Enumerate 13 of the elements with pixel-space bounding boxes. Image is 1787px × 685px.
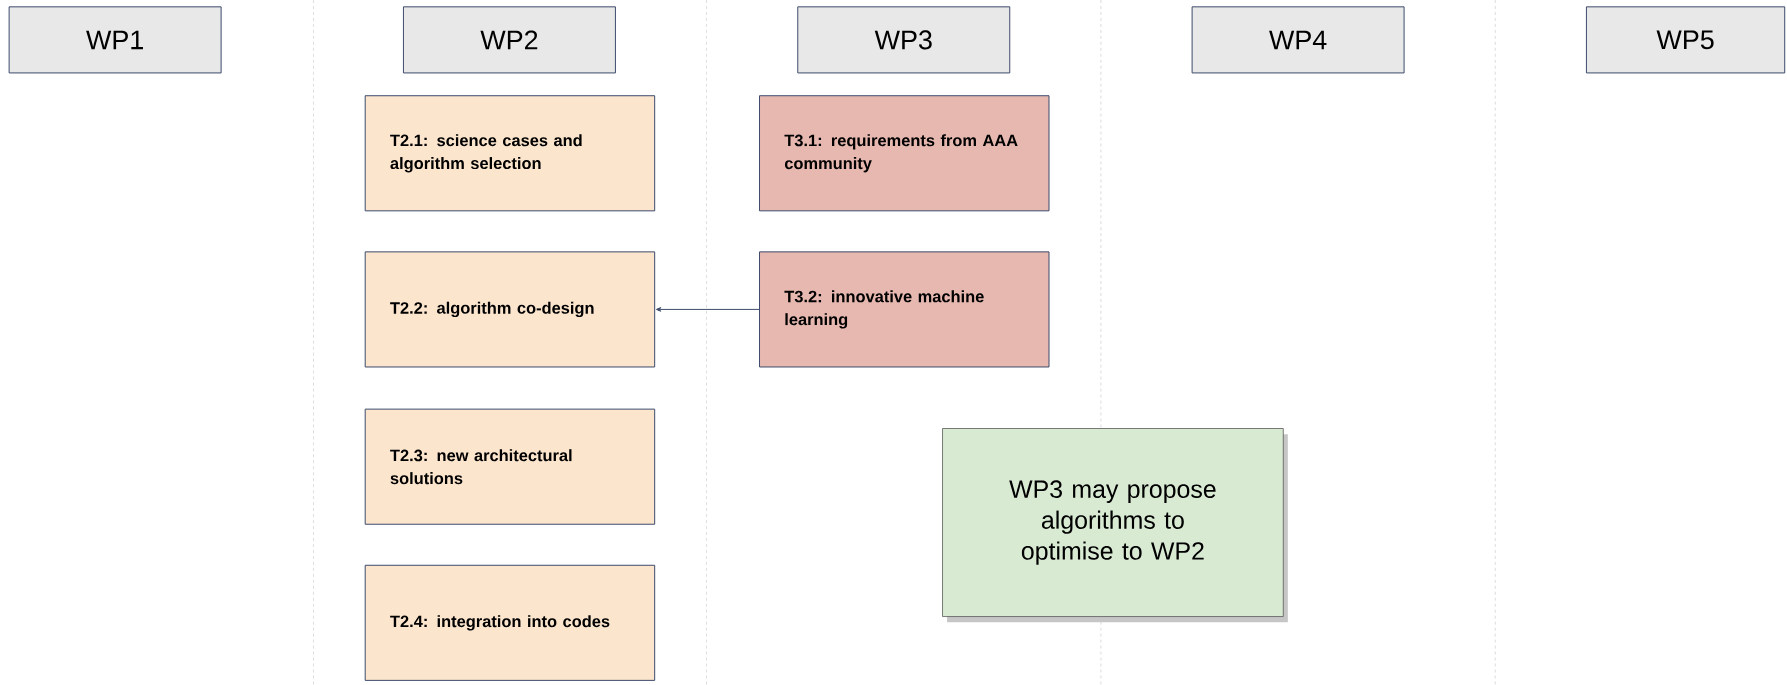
note-box: WP3 may propose algorithms to optimise to WP2 xyxy=(942,428,1288,623)
task-box: T2.2: algorithm co-design xyxy=(364,251,656,368)
header-box: WP1 xyxy=(8,6,222,74)
header-box: WP2 xyxy=(402,6,616,74)
task-box: T2.4: integration into codes xyxy=(364,564,656,681)
header-box: WP5 xyxy=(1585,6,1786,74)
task-box: T2.1: science cases and algorithm selection xyxy=(364,95,656,212)
arrow xyxy=(655,307,760,312)
header-box: WP3 xyxy=(797,6,1011,74)
task-box: T3.2: innovative machine learning xyxy=(759,251,1050,368)
task-box: T3.1: requirements from AAA community xyxy=(759,95,1050,212)
header-box: WP4 xyxy=(1191,6,1405,74)
task-box: T2.3: new architectural solutions xyxy=(364,408,656,525)
